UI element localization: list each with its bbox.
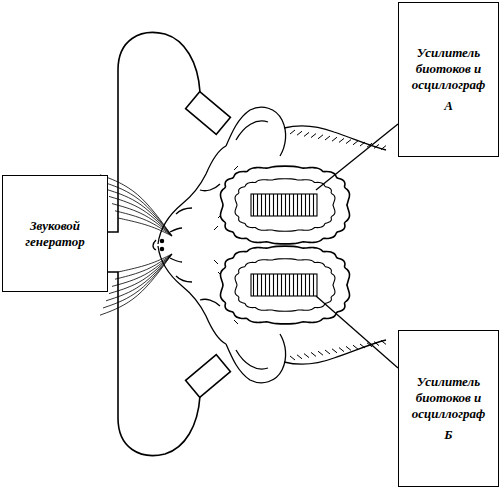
box-label: Звуковой генератор [6, 218, 104, 249]
box-label: Усилитель биотоков и осциллограф [402, 374, 495, 421]
electrode-array [251, 194, 317, 216]
fur-stroke [311, 352, 316, 356]
electrode-lead [316, 296, 398, 368]
fur-stroke [353, 141, 358, 145]
brain-hemisphere [220, 246, 349, 324]
electrode-array [251, 274, 317, 296]
fur-stroke [234, 166, 238, 170]
sound-wire [108, 33, 200, 456]
fur-stroke [360, 344, 365, 348]
fur-stroke [304, 132, 309, 136]
fur-stroke [311, 134, 316, 138]
fur-stroke [214, 226, 218, 230]
box-label: Усилитель биотоков и осциллограф [402, 45, 495, 92]
fur-stroke [304, 354, 309, 358]
fur-stroke [325, 350, 330, 354]
brain-gyrus [235, 259, 335, 312]
whisker [109, 254, 172, 294]
fur-stroke [339, 348, 344, 352]
animal-head [153, 107, 386, 383]
fur-stroke [360, 142, 365, 146]
whisker [103, 182, 172, 236]
fur-stroke [374, 342, 379, 346]
whisker [100, 175, 172, 236]
device-box: Звуковой генератор [2, 175, 108, 292]
fur-stroke [318, 351, 323, 355]
fur-stroke [214, 260, 218, 264]
fur-stroke [346, 346, 351, 350]
whisker [100, 254, 172, 315]
fur-stroke [332, 349, 337, 353]
earphone [186, 355, 231, 398]
fur-stroke [381, 340, 386, 344]
fur-stroke [332, 137, 337, 141]
fur-stroke [297, 131, 302, 135]
fur-stroke [346, 140, 351, 144]
fur-stroke [290, 130, 295, 134]
fur-stroke [339, 138, 344, 142]
whisker [103, 254, 172, 308]
fur-stroke [381, 146, 386, 150]
whisker [112, 204, 172, 236]
whisker [112, 254, 172, 286]
fur-stroke [318, 135, 323, 139]
box-letter: А [444, 98, 453, 114]
fur-stroke [353, 345, 358, 349]
fur-stroke [290, 356, 295, 360]
electrode-lead [316, 124, 398, 190]
whisker [109, 196, 172, 236]
fur-stroke [374, 144, 379, 148]
device-box: Усилитель биотоков и осциллографБ [398, 330, 499, 487]
fur-stroke [325, 136, 330, 140]
fur-stroke [234, 320, 238, 324]
earphone [186, 92, 231, 135]
device-box: Усилитель биотоков и осциллографА [398, 2, 499, 157]
fur-stroke [297, 355, 302, 359]
box-letter: Б [444, 427, 452, 443]
